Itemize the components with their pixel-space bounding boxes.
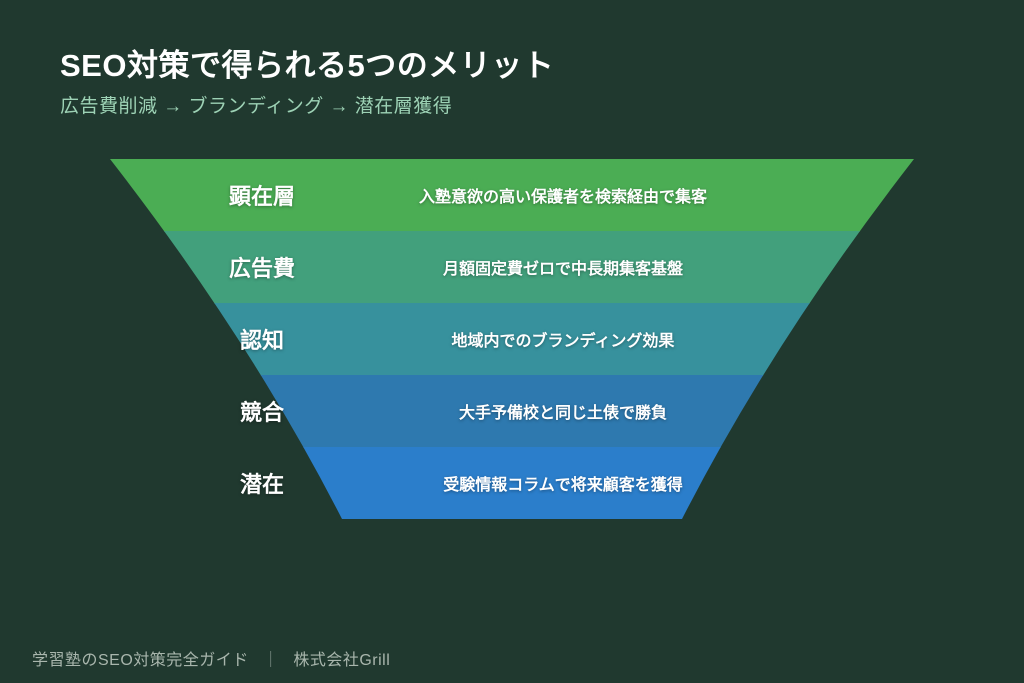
- funnel-rows: 顕在層 入塾意欲の高い保護者を検索経由で集客 広告費 月額固定費ゼロで中長期集客…: [0, 159, 1024, 519]
- stage-label: 潜在: [239, 472, 284, 497]
- stage-label: 認知: [239, 328, 284, 353]
- funnel-stage-koukokuhi: 広告費 月額固定費ゼロで中長期集客基盤: [0, 231, 1024, 303]
- stage-label: 顕在層: [228, 184, 295, 209]
- funnel-stage-kyougou: 競合 大手予備校と同じ土俵で勝負: [0, 375, 1024, 447]
- footer: 学習塾のSEO対策完全ガイド ｜ 株式会社Grill: [32, 646, 390, 670]
- stage-label: 広告費: [228, 256, 295, 281]
- stage-description: 入塾意欲の高い保護者を検索経由で集客: [418, 189, 707, 206]
- footer-company-name: 株式会社Grill: [293, 652, 391, 669]
- page-title: SEO対策で得られる5つのメリット: [60, 48, 555, 83]
- footer-guide-title: 学習塾のSEO対策完全ガイド: [32, 652, 249, 669]
- funnel-band-2: [110, 231, 914, 304]
- stage-description: 大手予備校と同じ土俵で勝負: [458, 405, 667, 422]
- page-subtitle: 広告費削減 → ブランディング → 潜在層獲得: [60, 96, 453, 117]
- funnel-shape: [110, 159, 914, 519]
- stage-label: 競合: [239, 400, 284, 425]
- stage-description: 地域内でのブランディング効果: [451, 333, 675, 350]
- funnel-band-1: [110, 159, 914, 232]
- funnel-stage-genzaisou: 顕在層 入塾意欲の高い保護者を検索経由で集客: [0, 159, 1024, 231]
- funnel-stage-ninchi: 認知 地域内でのブランディング効果: [0, 303, 1024, 375]
- stage-description: 月額固定費ゼロで中長期集客基盤: [442, 261, 683, 278]
- footer-separator: ｜: [262, 652, 280, 669]
- funnel-stage-senzai: 潜在 受験情報コラムで将来顧客を獲得: [0, 447, 1024, 519]
- stage-description: 受験情報コラムで将来顧客を獲得: [443, 477, 683, 494]
